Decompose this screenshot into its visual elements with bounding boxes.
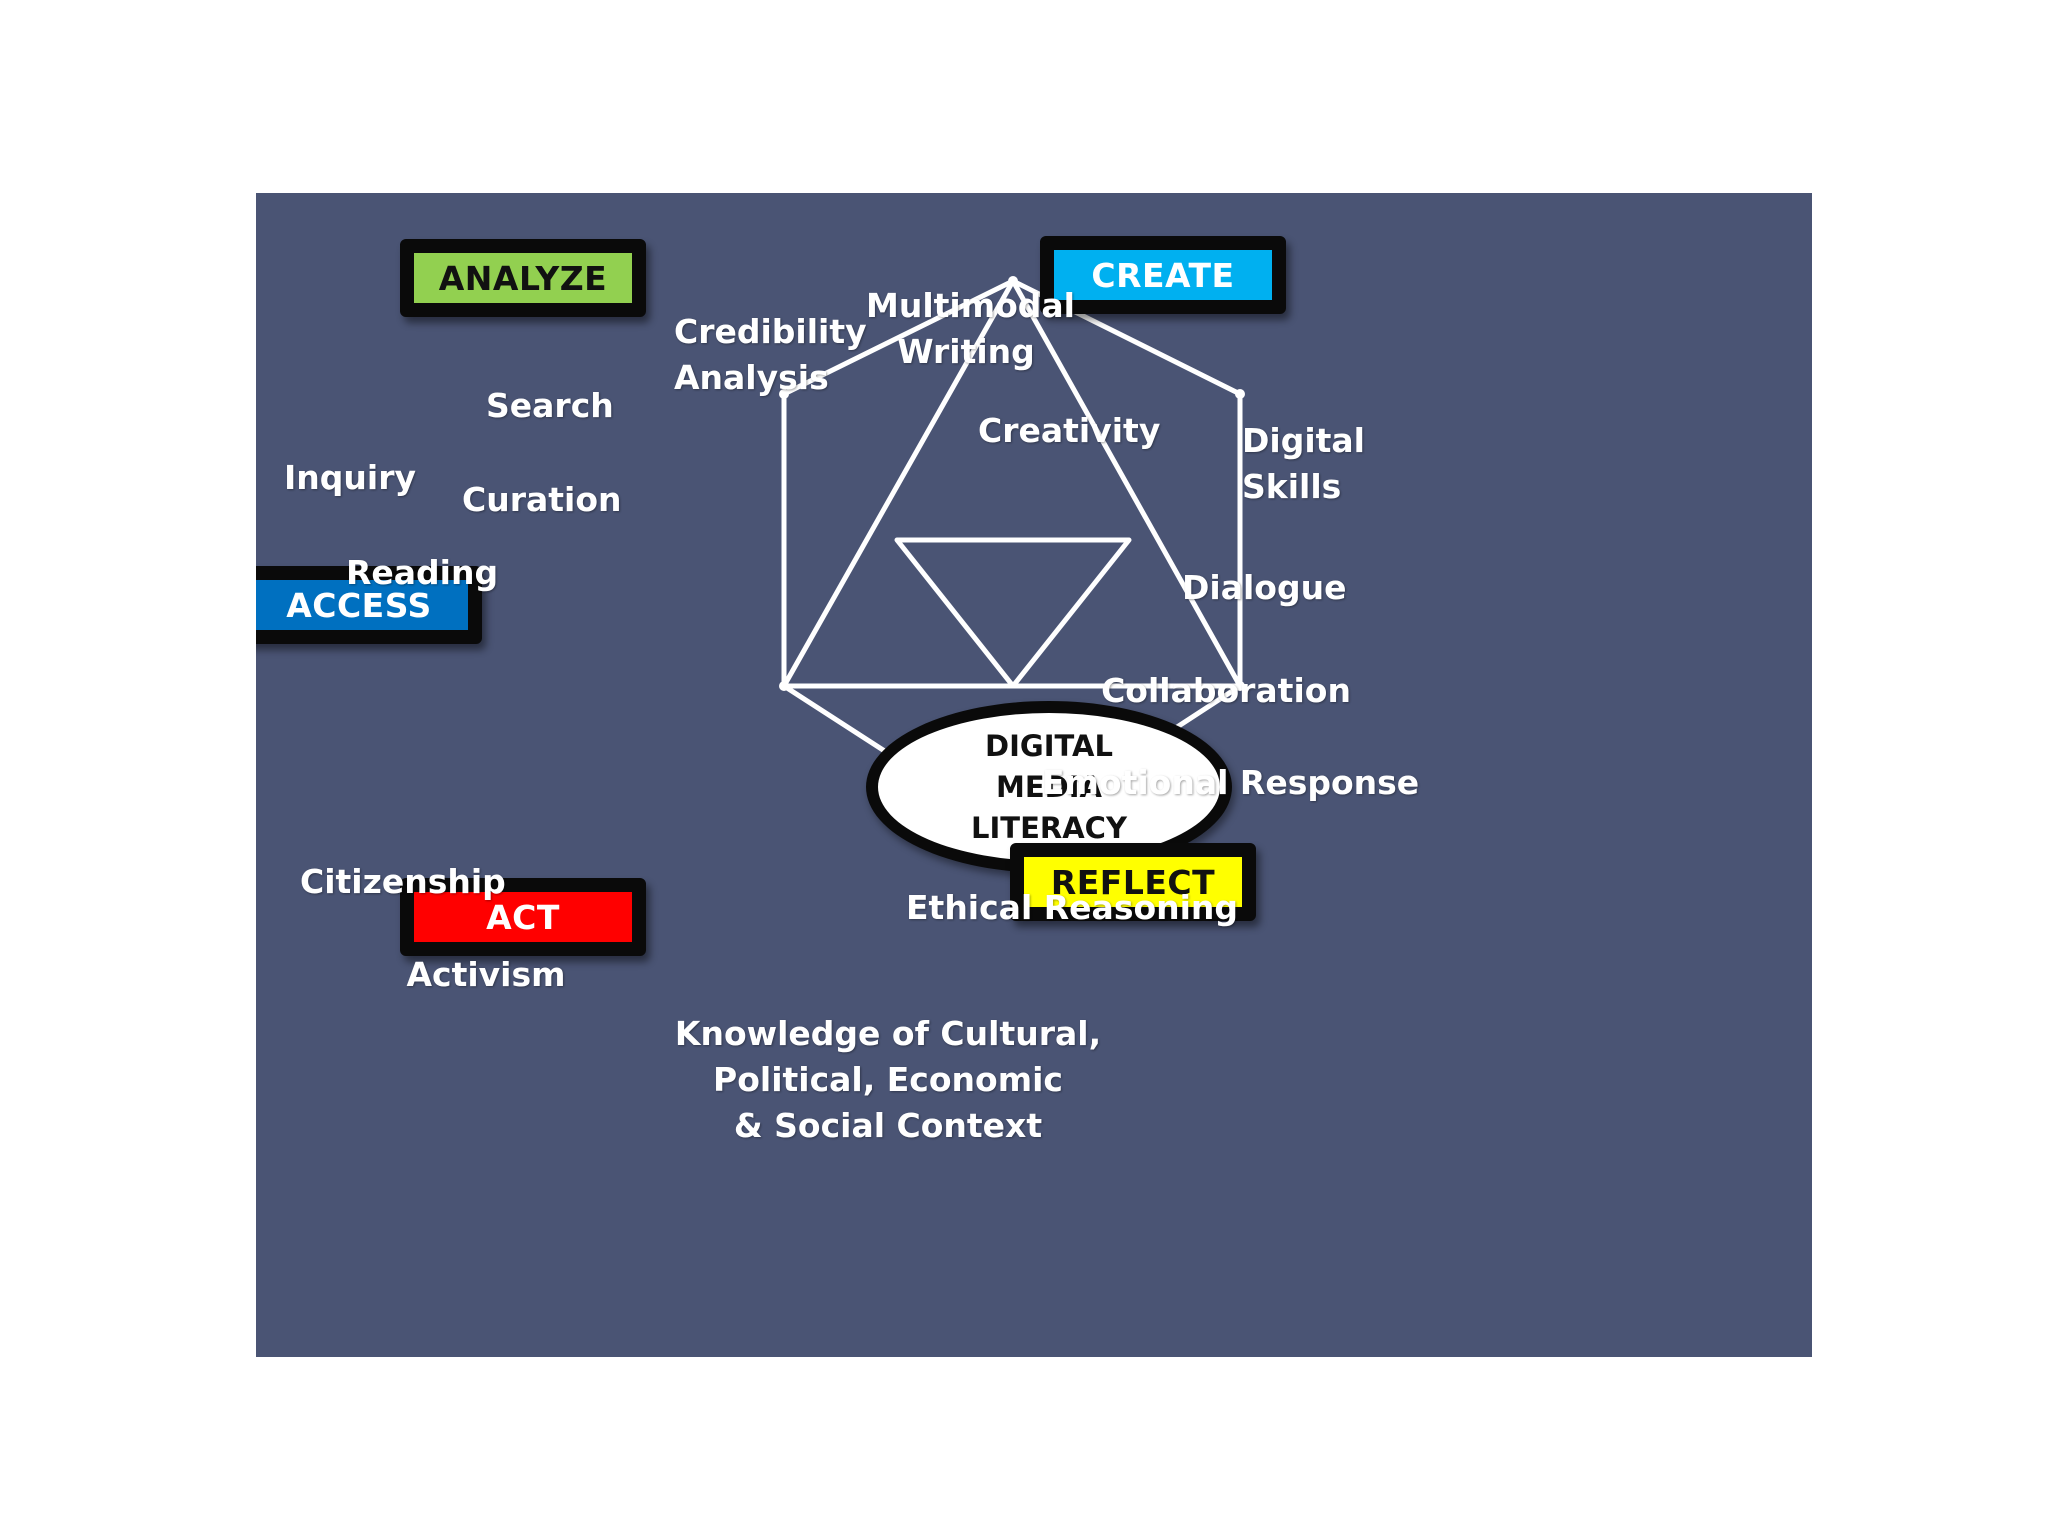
inquiry-label: Inquiry [284, 458, 416, 497]
creativity-label: Creativity [978, 411, 1161, 450]
access-box: ACCESS [256, 566, 482, 644]
emotional-response-label: Emotional Response [1042, 763, 1420, 802]
vertex-upper-left [779, 389, 789, 399]
citizenship-label: Citizenship [300, 862, 506, 901]
vertex-lower-right [1235, 681, 1245, 691]
digital-skills-label: Digital Skills [1242, 421, 1365, 506]
create-label: CREATE [1091, 255, 1235, 295]
credibility-analysis-label: Credibility Analysis [674, 312, 867, 397]
vertex-top [1008, 276, 1018, 286]
downward-triangle [894, 537, 1132, 689]
analyze-label: ANALYZE [438, 258, 608, 298]
reflect-label: REFLECT [1050, 862, 1216, 902]
collaboration-label: Collaboration [1101, 671, 1351, 710]
multimodal-writing-label: Multimodal Writing [866, 286, 1075, 371]
reading-label: Reading [346, 553, 499, 592]
create-box: CREATE [1040, 236, 1286, 314]
access-label: ACCESS [286, 585, 432, 625]
curation-label: Curation [462, 480, 622, 519]
dialogue-label: Dialogue [1182, 568, 1347, 607]
activism-label: Activism [406, 955, 566, 994]
vertex-upper-right [1235, 389, 1245, 399]
ethical-reasoning-label: Ethical Reasoning [906, 888, 1239, 927]
knowledge-context-label: Knowledge of Cultural, Political, Econom… [674, 1014, 1102, 1145]
center-title: DIGITAL MEDIA LITERACY [971, 728, 1127, 845]
analyze-box: ANALYZE [400, 239, 646, 317]
reflect-box: REFLECT [1010, 843, 1256, 921]
act-box: ACT [400, 878, 646, 956]
act-label: ACT [486, 897, 560, 937]
diagram-slide: DIGITAL MEDIA LITERACY ANALYZE CREATE AC… [256, 193, 1812, 1357]
search-label: Search [486, 386, 614, 425]
vertex-lower-left [779, 681, 789, 691]
